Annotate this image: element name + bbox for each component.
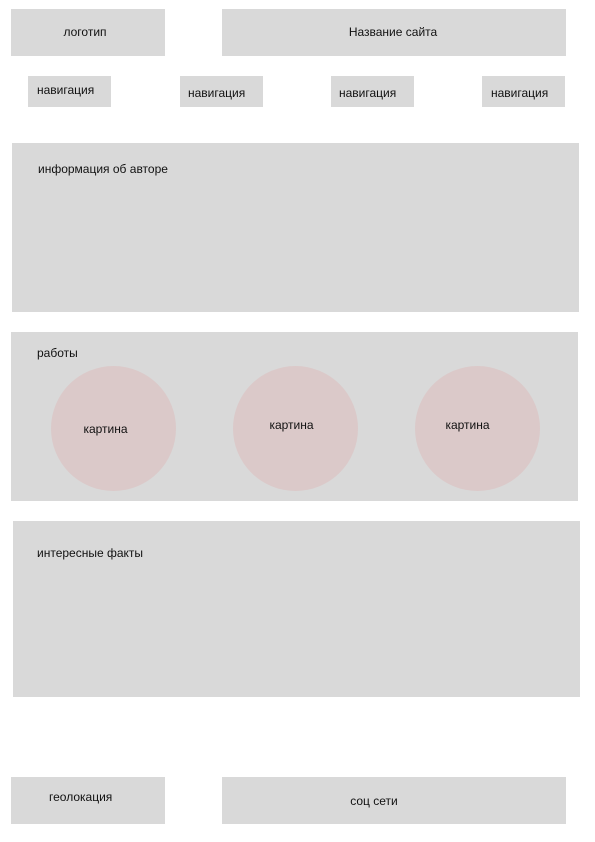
facts-label: интересные факты bbox=[37, 546, 144, 560]
geolocation-block[interactable]: геолокация bbox=[11, 777, 165, 824]
nav-item-label: навигация bbox=[491, 86, 549, 100]
site-title: Название сайта bbox=[348, 24, 438, 39]
author-info-section: информация об авторе bbox=[12, 143, 579, 312]
nav-item-label: навигация bbox=[37, 83, 95, 97]
painting-label: картина bbox=[83, 421, 128, 436]
painting-2[interactable]: картина bbox=[233, 366, 358, 491]
painting-label: картина bbox=[269, 417, 314, 432]
logo-label: логотип bbox=[63, 24, 107, 39]
nav-item-label: навигация bbox=[188, 86, 246, 100]
author-info-label: информация об авторе bbox=[38, 162, 168, 176]
nav-item-2[interactable]: навигация bbox=[180, 76, 263, 107]
geolocation-label: геолокация bbox=[49, 790, 113, 804]
nav-item-label: навигация bbox=[339, 86, 397, 100]
painting-3[interactable]: картина bbox=[415, 366, 540, 491]
social-links-block[interactable]: соц сети bbox=[222, 777, 566, 824]
nav-item-1[interactable]: навигация bbox=[28, 76, 111, 107]
facts-section: интересные факты bbox=[13, 521, 580, 697]
painting-label: картина bbox=[445, 417, 490, 432]
works-label: работы bbox=[37, 346, 78, 360]
logo-block[interactable]: логотип bbox=[11, 9, 165, 56]
site-title-block: Название сайта bbox=[222, 9, 566, 56]
nav-item-4[interactable]: навигация bbox=[482, 76, 565, 107]
social-label: соц сети bbox=[350, 793, 398, 808]
works-section: работы картина картина картина bbox=[11, 332, 578, 501]
nav-item-3[interactable]: навигация bbox=[331, 76, 414, 107]
painting-1[interactable]: картина bbox=[51, 366, 176, 491]
